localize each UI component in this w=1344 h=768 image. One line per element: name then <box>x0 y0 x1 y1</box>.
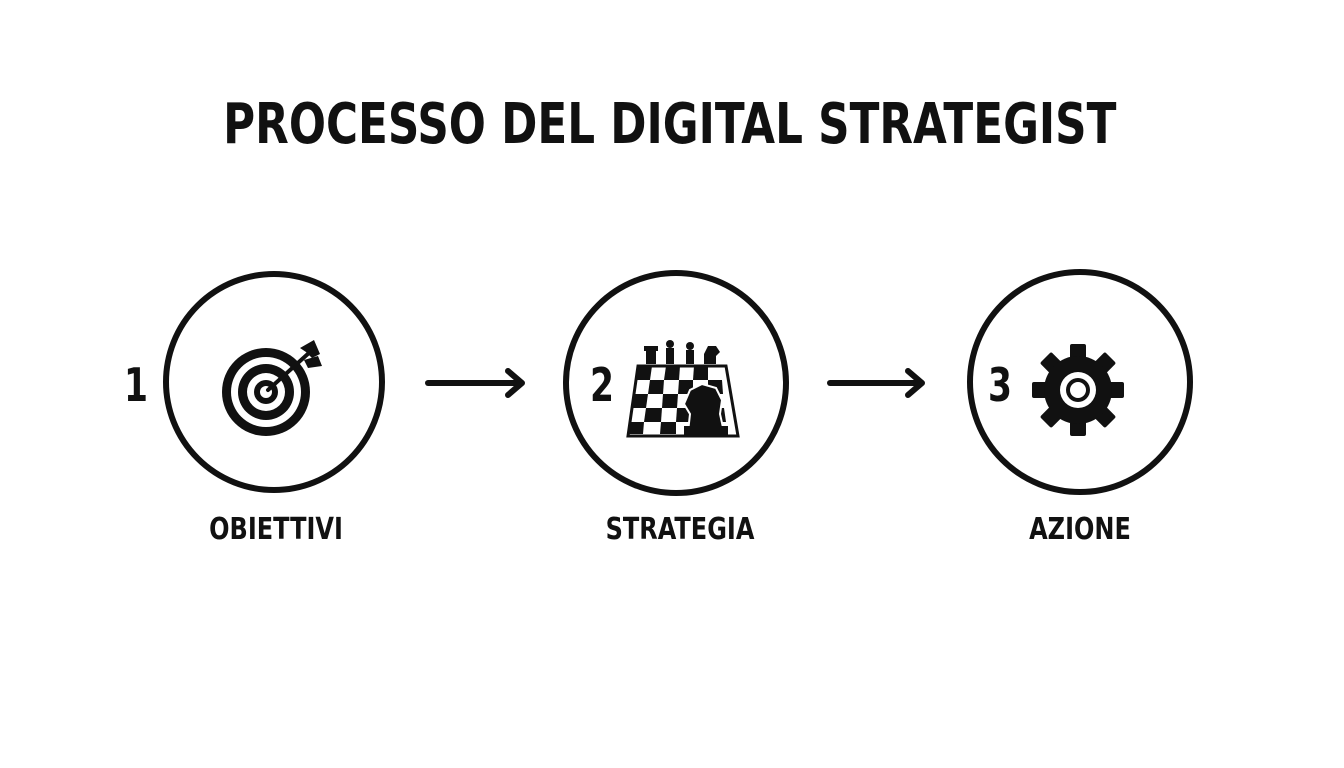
step-2-number: 2 <box>590 358 615 412</box>
arrow-1 <box>425 368 525 398</box>
step-3-circle <box>967 269 1193 495</box>
arrow-2 <box>827 368 925 398</box>
step-1-number: 1 <box>124 358 149 412</box>
diagram-title: PROCESSO DEL DIGITAL STRATEGIST <box>223 92 1117 157</box>
gear-icon <box>1032 344 1124 436</box>
step-2-circle <box>563 270 789 496</box>
target-icon <box>222 340 322 436</box>
step-3-label: AZIONE <box>1029 512 1131 547</box>
chessboard-icon <box>626 340 740 438</box>
step-1-circle <box>163 271 385 493</box>
step-2-label: STRATEGIA <box>605 512 755 547</box>
step-1-label: OBIETTIVI <box>209 512 343 547</box>
step-3-number: 3 <box>988 358 1013 412</box>
